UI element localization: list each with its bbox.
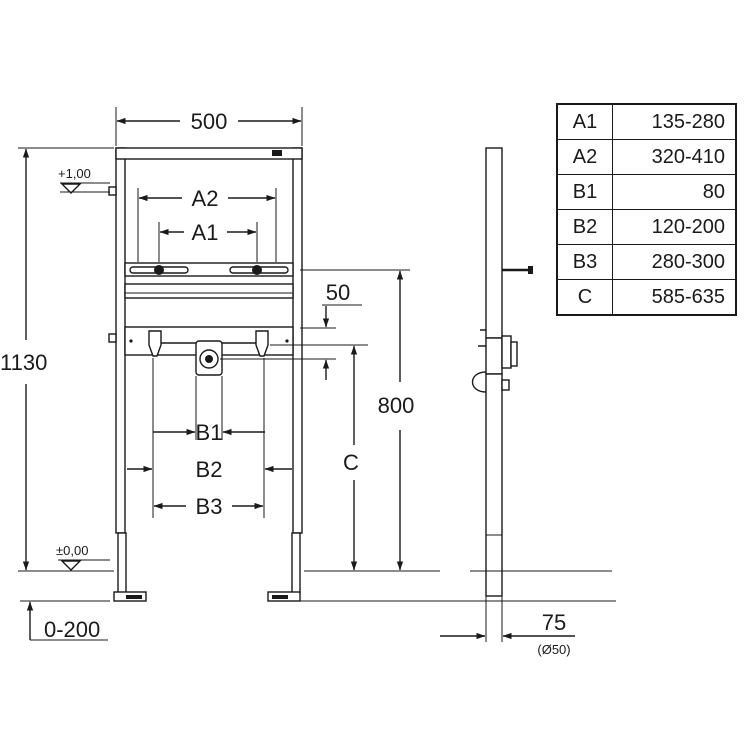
dimension-table: A1 135-280 A2 320-410 B1 80 B2 120-200 B… — [556, 103, 737, 316]
dim-50 — [220, 304, 362, 380]
table-code-cell: A1 — [556, 103, 613, 140]
c-label: C — [343, 450, 359, 475]
table-row: A2 320-410 — [556, 139, 737, 175]
table-row: A1 135-280 — [556, 103, 737, 140]
table-value-cell: 135-280 — [612, 103, 737, 140]
dim-800 — [300, 269, 410, 571]
level-floor-label: ±0,00 — [56, 543, 88, 558]
dim-b1 — [152, 358, 265, 518]
dim-a1 — [158, 222, 258, 262]
dim-c — [270, 344, 368, 571]
side-view — [471, 147, 533, 597]
a1-label: A1 — [192, 220, 219, 245]
b2-label: B2 — [196, 457, 223, 482]
dim-75 — [440, 596, 575, 642]
floor-lines — [268, 570, 616, 602]
table-row: B1 80 — [556, 174, 737, 210]
dim-800-label: 800 — [378, 393, 415, 418]
side-75-label: 75 — [542, 610, 566, 635]
dim-a2 — [137, 188, 277, 262]
level-top-label: +1,00 — [58, 166, 91, 181]
width-500-label: 500 — [191, 109, 228, 134]
floor-dim-0-200 — [20, 600, 110, 641]
dim-width-500 — [115, 107, 303, 146]
table-value-cell: 280-300 — [612, 244, 737, 280]
table-code-cell: B2 — [556, 209, 613, 245]
table-code-cell: C — [556, 279, 613, 316]
dim-50-label: 50 — [326, 280, 350, 305]
table-code-cell: A2 — [556, 139, 613, 175]
side-diameter-label: (Ø50) — [537, 642, 570, 657]
a2-label: A2 — [192, 186, 219, 211]
b1-label: B1 — [196, 420, 223, 445]
table-value-cell: 80 — [612, 174, 737, 210]
table-value-cell: 320-410 — [612, 139, 737, 175]
table-value-cell: 585-635 — [612, 279, 737, 316]
floor-adjust-label: 0-200 — [44, 617, 100, 642]
table-value-cell: 120-200 — [612, 209, 737, 245]
height-1130-label: 1130 — [0, 350, 47, 375]
bracket-rail — [129, 265, 289, 275]
level-markers — [18, 182, 110, 572]
table-row: C 585-635 — [556, 279, 737, 316]
table-code-cell: B3 — [556, 244, 613, 280]
valves-and-drain — [148, 330, 269, 376]
table-row: B2 120-200 — [556, 209, 737, 245]
table-row: B3 280-300 — [556, 244, 737, 280]
table-code-cell: B1 — [556, 174, 613, 210]
b3-label: B3 — [196, 494, 223, 519]
